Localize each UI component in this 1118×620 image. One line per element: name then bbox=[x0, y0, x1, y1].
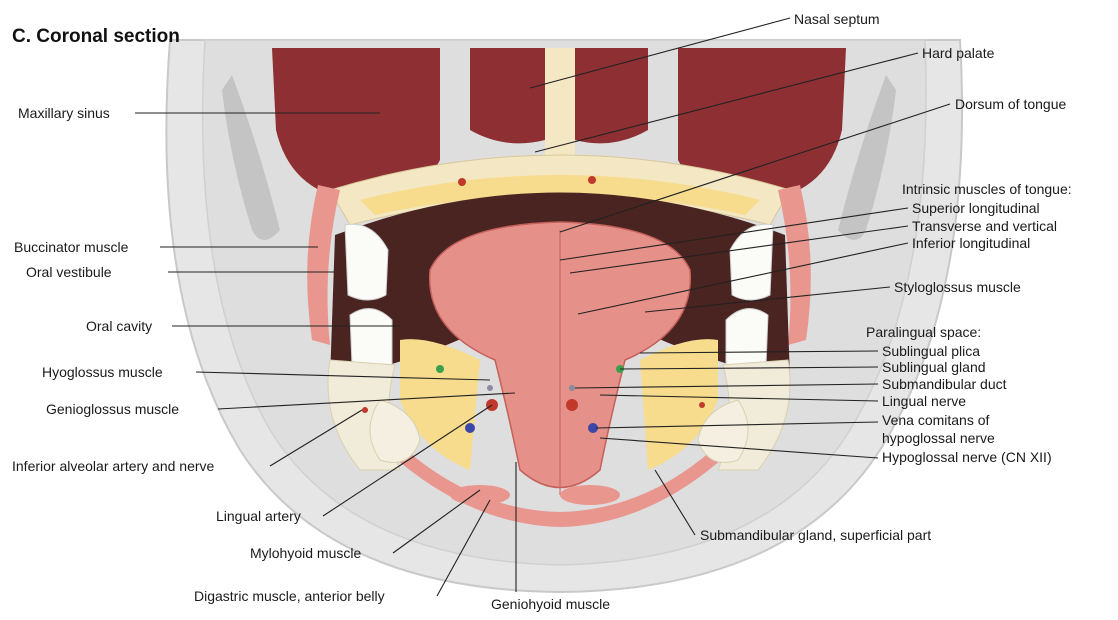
label-submandibular-gland: Submandibular gland, superficial part bbox=[700, 527, 931, 543]
label-dorsum-of-tongue: Dorsum of tongue bbox=[955, 96, 1066, 112]
nasal-septum-shape bbox=[545, 48, 575, 158]
right-palatine-vessel bbox=[588, 176, 596, 184]
label-oral-vestibule: Oral vestibule bbox=[26, 264, 112, 280]
label-hypoglossal-nerve: Hypoglossal nerve (CN XII) bbox=[882, 449, 1052, 465]
label-sublingual-gland: Sublingual gland bbox=[882, 359, 986, 375]
label-inferior-longitudinal: Inferior longitudinal bbox=[912, 235, 1030, 251]
label-hyoglossus-muscle: Hyoglossus muscle bbox=[42, 364, 163, 380]
label-paralingual-heading: Paralingual space: bbox=[866, 324, 981, 340]
label-oral-cavity: Oral cavity bbox=[86, 318, 152, 334]
label-vena-comitans-line2: hypoglossal nerve bbox=[882, 430, 995, 446]
left-nerve-dot bbox=[436, 365, 444, 373]
label-superior-longitudinal: Superior longitudinal bbox=[912, 200, 1040, 216]
label-submandibular-duct: Submandibular duct bbox=[882, 376, 1007, 392]
label-genioglossus-muscle: Genioglossus muscle bbox=[46, 401, 179, 417]
right-inferior-alveolar-dot bbox=[699, 402, 705, 408]
label-vena-comitans-line1: Vena comitans of bbox=[882, 412, 990, 428]
label-styloglossus-muscle: Styloglossus muscle bbox=[894, 279, 1021, 295]
label-mylohyoid-muscle: Mylohyoid muscle bbox=[250, 545, 361, 561]
label-hard-palate: Hard palate bbox=[922, 45, 995, 61]
label-buccinator-muscle: Buccinator muscle bbox=[14, 239, 129, 255]
label-lingual-nerve: Lingual nerve bbox=[882, 393, 966, 409]
label-lingual-artery: Lingual artery bbox=[216, 508, 301, 524]
label-nasal-septum: Nasal septum bbox=[794, 11, 880, 27]
left-lower-tooth bbox=[350, 309, 392, 370]
figure-title: C. Coronal section bbox=[12, 26, 180, 47]
left-nasal-cavity bbox=[470, 48, 545, 143]
label-digastric-muscle: Digastric muscle, anterior belly bbox=[194, 588, 385, 604]
left-digastric-shape bbox=[450, 485, 510, 505]
right-lower-tooth bbox=[726, 309, 768, 370]
right-duct-dot bbox=[569, 385, 575, 391]
label-sublingual-plica: Sublingual plica bbox=[882, 343, 980, 359]
label-geniohyoid-muscle: Geniohyoid muscle bbox=[491, 596, 610, 612]
right-nasal-cavity bbox=[575, 48, 648, 143]
left-duct-dot bbox=[487, 385, 493, 391]
label-inferior-alveolar: Inferior alveolar artery and nerve bbox=[12, 458, 215, 474]
label-transverse-vertical: Transverse and vertical bbox=[912, 218, 1057, 234]
left-palatine-vessel bbox=[458, 178, 466, 186]
label-maxillary-sinus: Maxillary sinus bbox=[18, 105, 110, 121]
right-digastric-shape bbox=[560, 485, 620, 505]
label-intrinsic-heading: Intrinsic muscles of tongue: bbox=[902, 181, 1072, 197]
right-lingual-artery-dot bbox=[566, 399, 578, 411]
left-inferior-alveolar-dot bbox=[362, 407, 368, 413]
left-vein-dot bbox=[465, 423, 475, 433]
